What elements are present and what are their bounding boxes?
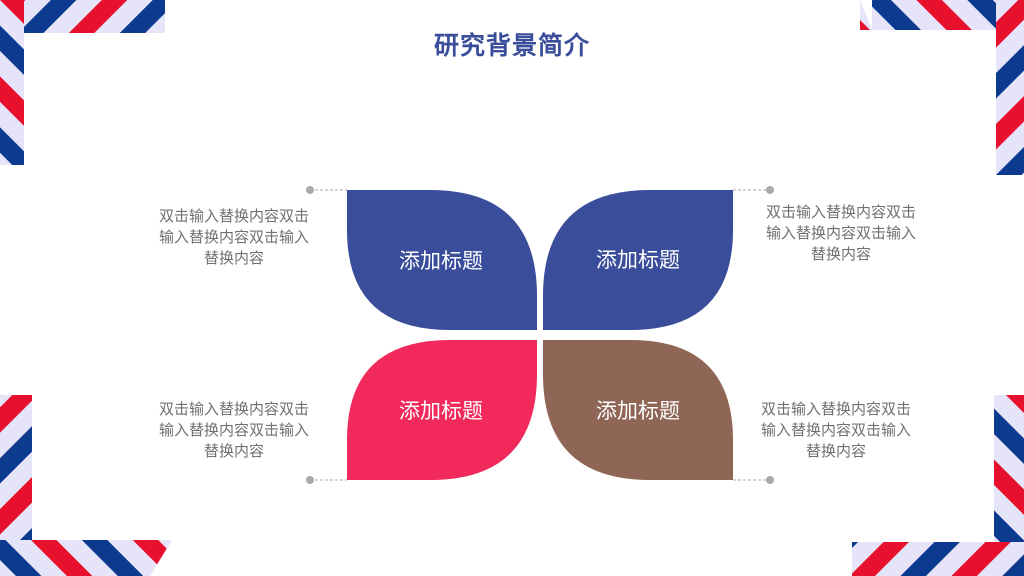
description-line: 输入替换内容双击输入 (158, 228, 309, 246)
description-line: 替换内容 (203, 249, 264, 267)
corner-stripes-top-right (860, 0, 1024, 175)
description-line: 双击输入替换内容双击 (158, 207, 309, 225)
description-line: 输入替换内容双击输入 (158, 421, 309, 439)
corner-stripes-bottom-left (0, 395, 172, 576)
connector-bottom-left (306, 476, 347, 484)
description-line: 双击输入替换内容双击 (760, 400, 911, 418)
description-top-right[interactable]: 双击输入替换内容双击 输入替换内容双击输入 替换内容 (749, 202, 933, 265)
description-bottom-right[interactable]: 双击输入替换内容双击 输入替换内容双击输入 替换内容 (744, 399, 928, 462)
petal-title-top-right[interactable]: 添加标题 (596, 248, 680, 272)
corner-stripes-top-left (0, 0, 190, 165)
description-line: 替换内容 (203, 442, 264, 460)
connector-top-left (306, 186, 347, 194)
petal-title-bottom-right[interactable]: 添加标题 (596, 399, 680, 423)
petal-title-bottom-left[interactable]: 添加标题 (399, 399, 483, 423)
description-line: 双击输入替换内容双击 (158, 400, 309, 418)
connector-top-right (733, 186, 774, 194)
description-line: 双击输入替换内容双击 (765, 203, 916, 221)
description-bottom-left[interactable]: 双击输入替换内容双击 输入替换内容双击输入 替换内容 (142, 399, 326, 462)
connector-bottom-right (733, 476, 774, 484)
petal-top-right[interactable] (543, 190, 733, 330)
slide-title: 研究背景简介 (433, 31, 590, 60)
corner-stripes-bottom-right (852, 395, 1024, 576)
description-line: 替换内容 (810, 245, 871, 263)
description-line: 替换内容 (805, 442, 866, 460)
petal-bottom-right[interactable] (543, 340, 733, 480)
petal-title-top-left[interactable]: 添加标题 (399, 249, 483, 273)
petal-top-left[interactable] (347, 190, 537, 330)
petal-bottom-left[interactable] (347, 340, 537, 480)
description-top-left[interactable]: 双击输入替换内容双击 输入替换内容双击输入 替换内容 (142, 206, 326, 269)
description-line: 输入替换内容双击输入 (760, 421, 911, 439)
description-line: 输入替换内容双击输入 (765, 224, 916, 242)
